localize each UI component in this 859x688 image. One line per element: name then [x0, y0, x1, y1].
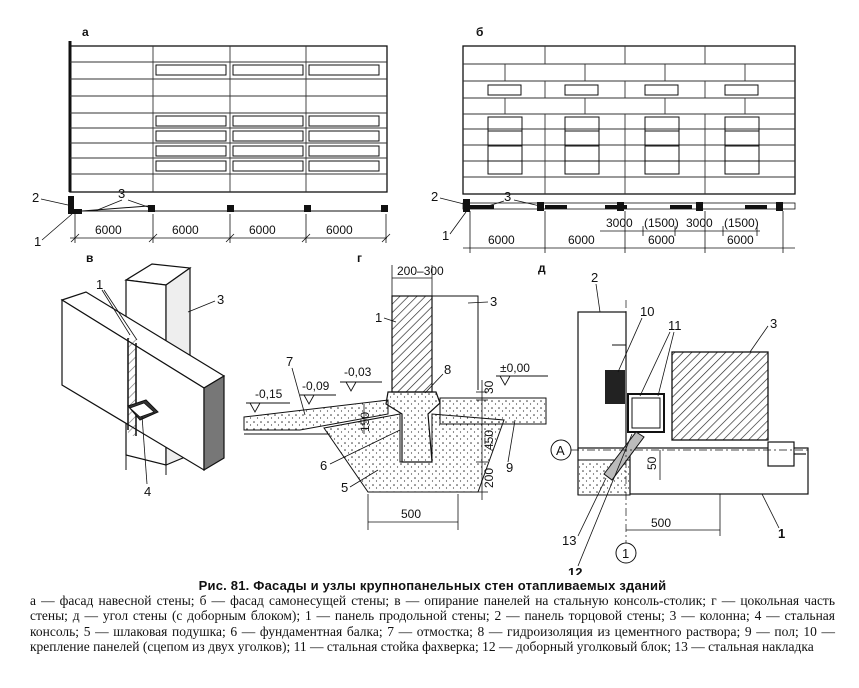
dim-b-4: 6000: [727, 233, 754, 247]
dim-a-3: 6000: [249, 223, 276, 237]
caption-text: а — фасад навесной стены; б — фасад само…: [30, 593, 835, 654]
facade-curtain-wall: а: [32, 25, 391, 249]
callout-d-3: 3: [770, 316, 777, 331]
dim-a-2: 6000: [172, 223, 199, 237]
dim-a-1: 6000: [95, 223, 122, 237]
plan-b: [462, 199, 796, 212]
facade-a-windows: [155, 64, 380, 172]
steel-plate: [603, 431, 645, 481]
panel-support-console: в 1 3 4: [60, 251, 226, 499]
figure-drawing: а: [32, 25, 809, 575]
dim-line-b: [463, 211, 795, 253]
callout-a-1: 1: [34, 234, 41, 249]
facade-a-outline: [69, 45, 388, 193]
panel-letter-v: в: [86, 251, 93, 265]
callout-g-5: 5: [341, 480, 348, 495]
panel-letter-b: б: [476, 25, 483, 39]
callout-d-13: 13: [562, 533, 576, 548]
plinth-section: г 200–300 -0,15 -0,09 -0,03 ±0,00: [243, 251, 548, 530]
dim-d-50: 50: [645, 456, 659, 470]
dim-line-a: [70, 214, 391, 243]
bottom-dim-500: 500: [401, 507, 421, 521]
callout-g-8: 8: [444, 362, 451, 377]
dim-b-upper-1: 3000: [606, 216, 633, 230]
callout-v-4: 4: [144, 484, 151, 499]
panel-fastening: [605, 370, 625, 404]
level-m003: -0,03: [344, 365, 372, 379]
callout-g-1: 1: [375, 310, 382, 325]
axis-label-a: А: [556, 443, 565, 458]
top-dim-200-300: 200–300: [397, 264, 444, 278]
wall-corner-section: д А 1 500 50 2 10 11: [538, 261, 809, 575]
steel-post: [627, 393, 665, 433]
callout-v-1: 1: [96, 277, 103, 292]
callout-v-3: 3: [217, 292, 224, 307]
callout-d-12: 12: [568, 565, 582, 575]
dim-b-upper-4: (1500): [724, 216, 759, 230]
dim-b-1: 6000: [488, 233, 515, 247]
callout-d-11: 11: [668, 318, 682, 333]
facade-b-joints: [463, 46, 795, 194]
column-section: [671, 351, 769, 441]
panel-letter-d: д: [538, 261, 546, 275]
callout-b-1: 1: [442, 228, 449, 243]
dim-b-2: 6000: [568, 233, 595, 247]
callout-g-3: 3: [490, 294, 497, 309]
vdim-450: 450: [482, 430, 496, 450]
dim-b-upper-3: 3000: [686, 216, 713, 230]
plan-a: [68, 196, 388, 214]
facade-b-outline: [462, 45, 796, 195]
callout-g-9: 9: [506, 460, 513, 475]
caption-title: Рис. 81. Фасады и узлы крупнопанельных с…: [198, 578, 667, 593]
callout-d-2: 2: [591, 270, 598, 285]
vdim-150: 150: [358, 412, 372, 432]
panel-letter-g: г: [357, 251, 362, 265]
dim-a-4: 6000: [326, 223, 353, 237]
callout-d-10: 10: [640, 304, 654, 319]
callout-g-6: 6: [320, 458, 327, 473]
level-m015: -0,15: [255, 387, 283, 401]
blind-area: [243, 399, 389, 431]
dim-d-500: 500: [651, 516, 671, 530]
callout-b-2: 2: [431, 189, 438, 204]
wall-panel-section: [391, 295, 433, 393]
panel-letter-a: а: [82, 25, 89, 39]
dim-b-3: 6000: [648, 233, 675, 247]
figure-caption: Рис. 81. Фасады и узлы крупнопанельных с…: [30, 578, 835, 654]
vdim-30: 30: [482, 380, 496, 394]
level-000: ±0,00: [500, 361, 530, 375]
dim-b-upper-2: (1500): [644, 216, 679, 230]
callout-g-7: 7: [286, 354, 293, 369]
floor: [439, 397, 547, 425]
callout-b-3: 3: [504, 189, 511, 204]
level-m009: -0,09: [302, 379, 330, 393]
callout-a-3: 3: [118, 186, 125, 201]
facade-b-windows: [487, 84, 760, 175]
axis-label-1: 1: [622, 546, 629, 561]
facade-self-bearing-wall: б: [431, 25, 796, 253]
facade-a-joints: [70, 46, 387, 192]
vdim-200: 200: [482, 468, 496, 488]
callout-d-1: 1: [778, 526, 785, 541]
callout-a-2: 2: [32, 190, 39, 205]
